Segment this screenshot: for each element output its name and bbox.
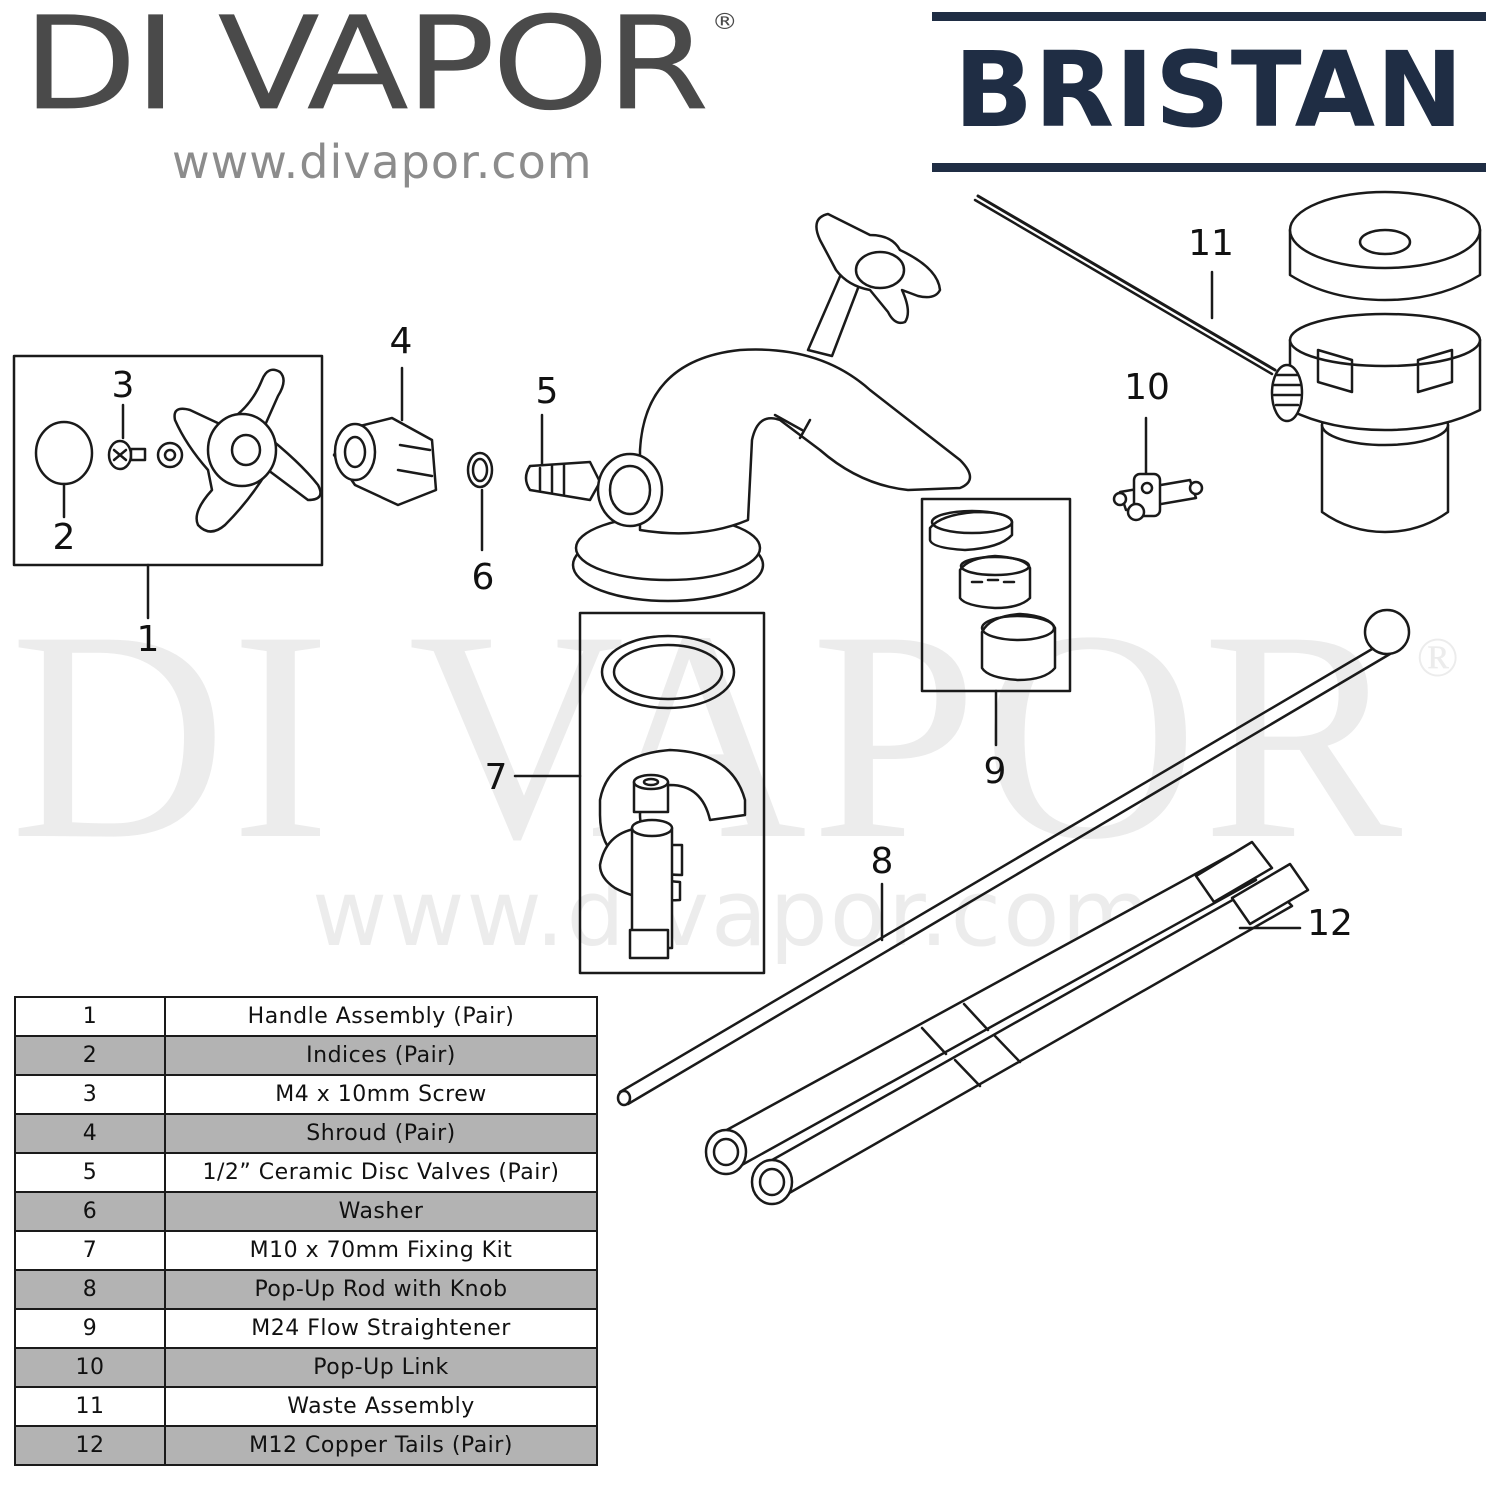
popup-rod-part (616, 608, 1411, 1107)
part-name: Pop-Up Rod with Knob (164, 1269, 598, 1310)
bristan-bottom-bar (932, 163, 1486, 172)
indices-part (34, 420, 94, 519)
divapor-logo: DI VAPOR® (22, 0, 738, 166)
callout-1: 1 (136, 619, 160, 660)
registered-mark: ® (711, 9, 738, 36)
watermark-registered-mark: ® (1416, 627, 1459, 689)
part-number: 1 (14, 996, 166, 1037)
callout-10: 10 (1124, 367, 1170, 408)
part-name: 1/2” Ceramic Disc Valves (Pair) (164, 1152, 598, 1193)
washer-part (466, 451, 494, 552)
divapor-url: www.divapor.com (172, 135, 593, 189)
part-name: Washer (164, 1191, 598, 1232)
shroud-part (332, 366, 438, 507)
part-number: 4 (14, 1113, 166, 1154)
watermark-brand: DI VAPOR® (10, 585, 1459, 968)
fixing-kit-box (578, 611, 766, 975)
part-name: Handle Assembly (Pair) (164, 996, 598, 1037)
mixer-tap-body (571, 212, 972, 603)
part-name: Indices (Pair) (164, 1035, 598, 1076)
callout-5: 5 (535, 371, 559, 412)
part-number: 2 (14, 1035, 166, 1076)
part-number: 6 (14, 1191, 166, 1232)
bristan-logo: BRISTAN (932, 12, 1486, 172)
part-name: M12 Copper Tails (Pair) (164, 1425, 598, 1466)
fixing-kit-part (598, 634, 747, 960)
handle-assembly-box (12, 354, 324, 567)
part-number: 9 (14, 1308, 166, 1349)
part-name: M24 Flow Straightener (164, 1308, 598, 1349)
part-number: 12 (14, 1425, 166, 1466)
waste-assembly-part (973, 190, 1482, 534)
callout-4: 4 (389, 321, 413, 362)
callout-9: 9 (983, 751, 1007, 792)
callout-3: 3 (111, 365, 135, 406)
callout-6: 6 (471, 557, 495, 598)
part-name: Shroud (Pair) (164, 1113, 598, 1154)
part-number: 8 (14, 1269, 166, 1310)
watermark-brand-text: DI VAPOR (10, 569, 1407, 901)
bristan-top-bar (932, 12, 1486, 21)
valve-part (524, 413, 602, 502)
callout-7: 7 (484, 757, 508, 798)
bristan-logo-text: BRISTAN (953, 29, 1465, 151)
part-number: 11 (14, 1386, 166, 1427)
part-name: Pop-Up Link (164, 1347, 598, 1388)
callout-8: 8 (870, 841, 894, 882)
popup-link-part (1112, 416, 1204, 522)
divapor-logo-text: DI VAPOR (22, 0, 710, 140)
copper-tails-part (704, 840, 1310, 1206)
part-number: 3 (14, 1074, 166, 1115)
cross-handle-part (173, 368, 322, 533)
part-number: 7 (14, 1230, 166, 1271)
callout-2: 2 (52, 517, 76, 558)
screw-part (107, 403, 184, 471)
part-number: 10 (14, 1347, 166, 1388)
part-name: M4 x 10mm Screw (164, 1074, 598, 1115)
callout-11: 11 (1188, 223, 1234, 264)
callout-12: 12 (1307, 903, 1353, 944)
part-name: Waste Assembly (164, 1386, 598, 1427)
part-number: 5 (14, 1152, 166, 1193)
flow-straightener-part (928, 509, 1057, 682)
part-name: M10 x 70mm Fixing Kit (164, 1230, 598, 1271)
